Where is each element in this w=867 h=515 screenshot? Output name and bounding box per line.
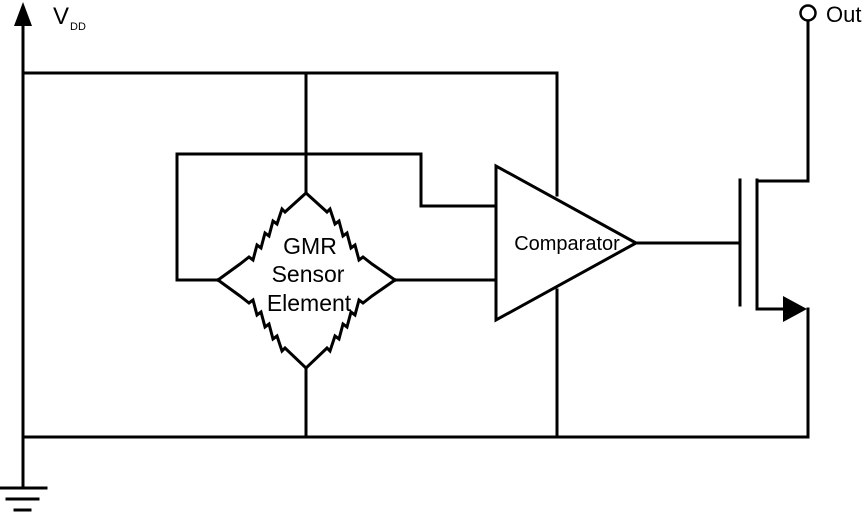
vdd-subscript: DD — [70, 21, 86, 33]
ground-icon — [0, 486, 48, 512]
vdd-arrow-icon — [14, 2, 32, 26]
comparator-symbol — [494, 163, 640, 323]
output-transistor — [738, 18, 810, 322]
gmr-label-line3: Element — [267, 290, 352, 316]
source-arrow-icon — [783, 296, 807, 322]
feedback-wire — [175, 152, 498, 282]
comparator-label: Comparator — [514, 233, 620, 255]
vdd-supply — [14, 2, 32, 489]
vdd-label: V — [53, 3, 69, 30]
bridge-resistor-top-left — [215, 190, 309, 283]
out-label: Out — [826, 2, 861, 27]
output-terminal-icon — [799, 4, 817, 22]
bridge-resistor-bottom-left — [215, 277, 309, 371]
top-supply-bus — [21, 71, 559, 197]
transistor-drain — [755, 18, 810, 183]
gmr-bridge — [215, 190, 398, 371]
gmr-label-line1: GMR — [283, 233, 337, 259]
bridge-resistor-top-right — [303, 190, 398, 283]
gmr-label-line2: Sensor — [272, 261, 345, 287]
bridge-resistor-bottom-right — [303, 277, 398, 371]
bottom-bus — [21, 288, 810, 439]
